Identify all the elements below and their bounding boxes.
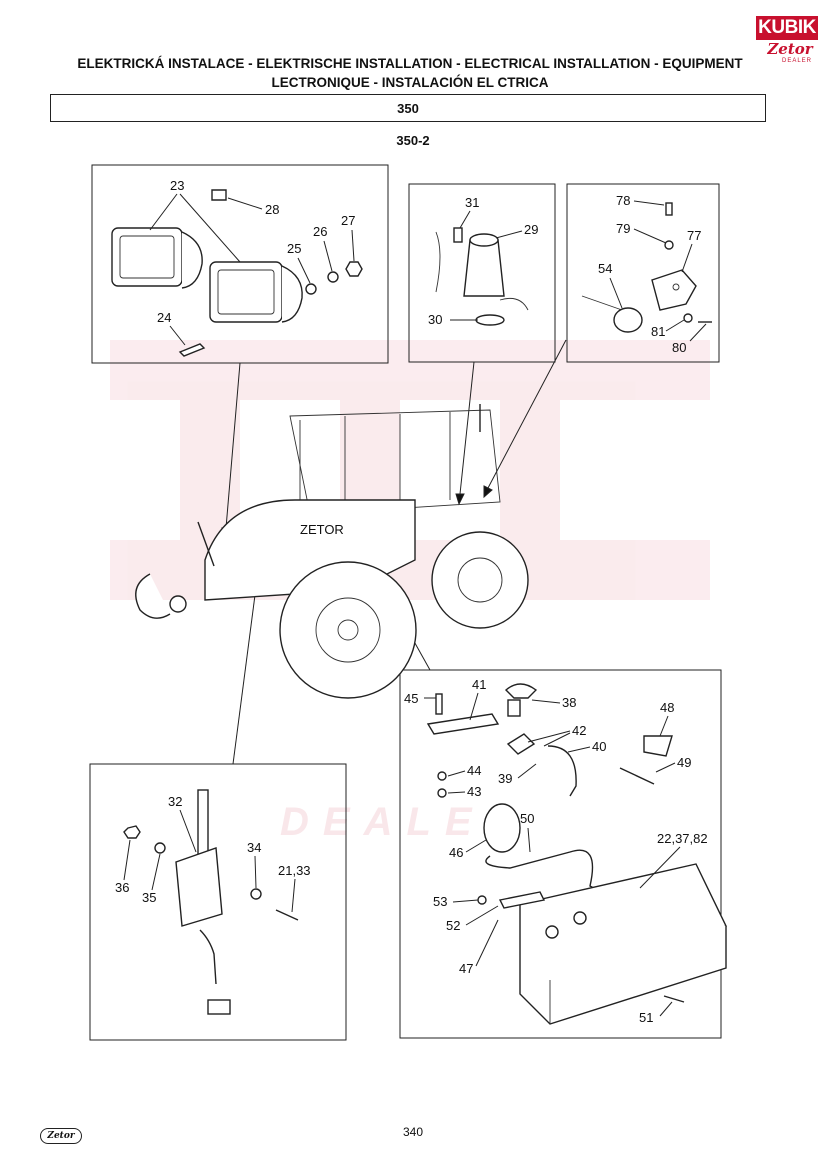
- callout-54: 54: [598, 261, 612, 276]
- callout-36: 36: [115, 880, 129, 895]
- callout-42: 42: [572, 723, 586, 738]
- section-number-box: 350: [50, 94, 766, 122]
- callout-41: 41: [472, 677, 486, 692]
- battery-panel: [399, 669, 722, 1039]
- tractor-brand-decal: ZETOR: [300, 522, 344, 537]
- callout-22-37-82: 22,37,82: [657, 831, 708, 846]
- tractor-drawing: ZETOR: [135, 404, 529, 699]
- callout-45: 45: [404, 691, 418, 706]
- kubik-logo: KUBIK: [756, 16, 818, 40]
- callout-40: 40: [592, 739, 606, 754]
- callout-39: 39: [498, 771, 512, 786]
- callout-51: 51: [639, 1010, 653, 1025]
- callout-53: 53: [433, 894, 447, 909]
- callout-24: 24: [157, 310, 171, 325]
- callout-31: 31: [465, 195, 479, 210]
- callout-78: 78: [616, 193, 630, 208]
- callout-44: 44: [467, 763, 481, 778]
- callout-26: 26: [313, 224, 327, 239]
- callout-35: 35: [142, 890, 156, 905]
- callout-28: 28: [265, 202, 279, 217]
- socket-panel: [566, 183, 720, 363]
- title-line-1: ELEKTRICKÁ INSTALACE - ELEKTRISCHE INSTA…: [77, 56, 743, 71]
- relay-panel: [89, 763, 347, 1041]
- callout-43: 43: [467, 784, 481, 799]
- dealer-logo-text: DEALER: [782, 58, 813, 64]
- page-number: 340: [402, 1125, 424, 1139]
- socket-drawing: [581, 202, 712, 333]
- relay-callouts: 32 36 35 34 21,33: [115, 794, 311, 913]
- callout-48: 48: [660, 700, 674, 715]
- callout-50: 50: [520, 811, 534, 826]
- headlamp-assembly-drawing: [111, 189, 363, 357]
- headlamp-callouts: 23 28 25 26 27 24: [149, 178, 355, 346]
- callout-25: 25: [287, 241, 301, 256]
- callout-46: 46: [449, 845, 463, 860]
- callout-23: 23: [170, 178, 184, 193]
- callout-21-33: 21,33: [278, 863, 311, 878]
- page-title: ELEKTRICKÁ INSTALACE - ELEKTRISCHE INSTA…: [50, 54, 770, 92]
- callout-30: 30: [428, 312, 442, 327]
- callout-47: 47: [459, 961, 473, 976]
- dealer-watermark: DEALER: [280, 800, 529, 844]
- beacon-drawing: [435, 227, 529, 326]
- callout-34: 34: [247, 840, 261, 855]
- callout-32: 32: [168, 794, 182, 809]
- battery-drawing: [426, 683, 727, 1025]
- callout-29: 29: [524, 222, 538, 237]
- callout-77: 77: [687, 228, 701, 243]
- beacon-callouts: 31 29 30: [428, 195, 538, 327]
- callout-49: 49: [677, 755, 691, 770]
- title-line-2: LECTRONIQUE - INSTALACIÓN EL CTRICA: [271, 75, 549, 90]
- callout-81: 81: [651, 324, 665, 339]
- socket-callouts: 78 79 77 54 81 80: [598, 193, 707, 355]
- callout-80: 80: [672, 340, 686, 355]
- subsection-number: 350-2: [396, 133, 430, 148]
- zetor-logo: Zetor: [767, 40, 813, 58]
- beacon-panel: [408, 183, 556, 363]
- battery-callouts: 41 45 38 48 42 40 49 44 39 43 50 46 22,3…: [404, 677, 708, 1025]
- callout-38: 38: [562, 695, 576, 710]
- relay-drawing: [123, 789, 299, 1015]
- footer-zetor-logo: Zetor: [40, 1128, 82, 1144]
- callout-52: 52: [446, 918, 460, 933]
- callout-27: 27: [341, 213, 355, 228]
- callout-79: 79: [616, 221, 630, 236]
